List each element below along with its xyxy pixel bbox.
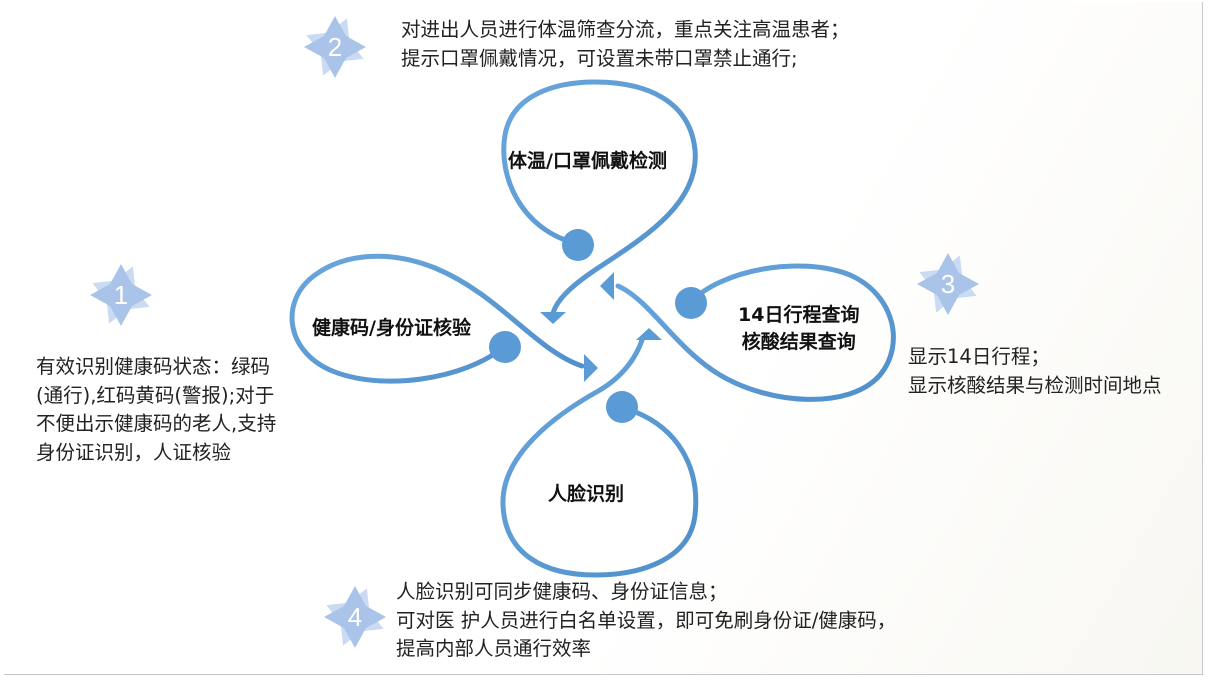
loop-top bbox=[501, 79, 698, 316]
label-face-recognition: 人脸识别 bbox=[548, 483, 625, 505]
description-4-line: 提高内部人员通行效率 bbox=[396, 637, 592, 660]
description-4-line: 可对医 护人员进行白名单设置，即可免刷身份证/健康码， bbox=[396, 608, 897, 632]
description-2-line: 对进出人员进行体温筛查分流，重点关注高温患者； bbox=[401, 18, 850, 41]
label-temperature-mask: 体温/口罩佩戴检测 bbox=[508, 150, 667, 172]
loop-left bbox=[289, 253, 585, 384]
arrowhead-up bbox=[636, 328, 662, 340]
description-4-line: 人脸识别可同步健康码、身份证信息； bbox=[396, 580, 728, 603]
description-1-line: 身份证识别，人证核验 bbox=[36, 440, 232, 464]
badge-1: 1 bbox=[90, 264, 152, 326]
description-1-line: 有效识别健康码状态：绿码 bbox=[36, 355, 271, 378]
loop-right bbox=[615, 263, 896, 402]
label-itinerary: 14日行程查询 bbox=[738, 304, 860, 326]
loop-dot-right bbox=[675, 287, 707, 319]
badge-2-number: 2 bbox=[328, 32, 342, 62]
label-health-code-id: 健康码/身份证核验 bbox=[312, 317, 471, 339]
badge-4: 4 bbox=[324, 586, 386, 648]
label-nucleic: 核酸结果查询 bbox=[741, 331, 856, 353]
arrowhead-right bbox=[584, 354, 598, 382]
arrowhead-left bbox=[600, 272, 614, 300]
badge-3-number: 3 bbox=[941, 269, 955, 299]
loop-dot-top bbox=[562, 229, 594, 261]
badge-2: 2 bbox=[304, 16, 366, 78]
arrowhead-down bbox=[540, 312, 566, 324]
description-4: 人脸识别可同步健康码、身份证信息； 可对医 护人员进行白名单设置，即可免刷身份证… bbox=[396, 578, 896, 664]
badge-1-number: 1 bbox=[114, 280, 128, 310]
description-1-line: (通行),红码黄码(警报);对于 bbox=[36, 383, 275, 407]
loop-dot-bottom bbox=[606, 391, 638, 423]
slide-frame bbox=[4, 2, 1203, 675]
label-itinerary-nucleic: 14日行程查询 核酸结果查询 bbox=[738, 302, 859, 356]
badge-3: 3 bbox=[917, 253, 979, 315]
description-2: 对进出人员进行体温筛查分流，重点关注高温患者； 提示口罩佩戴情况，可设置未带口罩… bbox=[401, 16, 850, 73]
description-3: 显示14日行程； 显示核酸结果与检测时间地点 bbox=[908, 343, 1162, 400]
description-3-line: 显示核酸结果与检测时间地点 bbox=[908, 373, 1162, 397]
description-1: 有效识别健康码状态：绿码 (通行),红码黄码(警报);对于 不便出示健康码的老人… bbox=[36, 353, 276, 467]
loop-dot-left bbox=[489, 331, 521, 363]
description-1-line: 不便出示健康码的老人,支持 bbox=[36, 412, 277, 435]
loop-bottom bbox=[500, 337, 699, 578]
badge-4-number: 4 bbox=[348, 602, 362, 632]
description-3-line: 显示14日行程； bbox=[908, 345, 1050, 368]
description-2-line: 提示口罩佩戴情况，可设置未带口罩禁止通行; bbox=[401, 46, 798, 70]
